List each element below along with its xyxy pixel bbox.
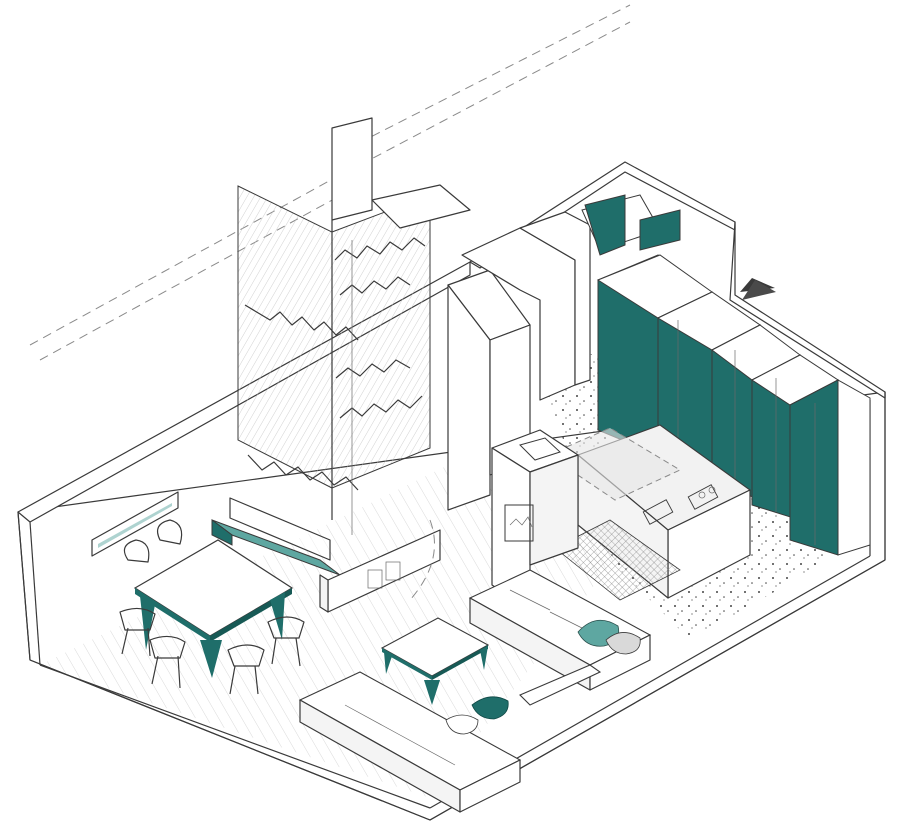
- teal-wardrobes-part: [789, 379, 839, 556]
- coffee-table-part: [424, 680, 440, 705]
- dining-set-part: [200, 640, 222, 678]
- dining-set-part: [135, 588, 210, 642]
- spiral-staircase: [211, 117, 471, 613]
- dining-chairs-part: [149, 635, 186, 659]
- partition-walls-part: [519, 211, 591, 386]
- spiral-staircase-part: [339, 395, 423, 419]
- spiral-staircase-part: [229, 497, 331, 561]
- exterior-walls-part: [17, 511, 31, 661]
- kitchen-island: [546, 424, 752, 601]
- kitchen-island-part: [708, 486, 716, 494]
- fireplace: [491, 429, 579, 611]
- partition-walls-part: [447, 284, 491, 511]
- spiral-staircase-part: [335, 359, 411, 379]
- sectional-sofa-part: [509, 589, 551, 611]
- spiral-staircase-part: [331, 117, 373, 221]
- north-arrow-marker-shape: [742, 280, 776, 300]
- dining-chairs-part: [271, 637, 277, 665]
- coffee-table: [380, 617, 490, 705]
- dining-set-part: [270, 592, 285, 640]
- teal-wardrobes-part: [584, 194, 626, 256]
- spiral-staircase-part: [334, 237, 426, 261]
- fireplace-part: [529, 454, 579, 566]
- dining-chairs-part: [119, 607, 156, 631]
- wall-artwork-part: [98, 503, 172, 548]
- kitchen-island-part: [687, 484, 719, 510]
- fireplace-part: [519, 437, 561, 461]
- sofa-cushion: [605, 632, 641, 655]
- fireplace-part: [504, 504, 534, 542]
- spiral-staircase-part: [371, 184, 471, 229]
- dining-set: [119, 519, 305, 695]
- coffee-table-part: [432, 645, 488, 680]
- dining-chairs-part: [147, 627, 151, 657]
- dining-chairs-part: [157, 519, 183, 545]
- kitchen-island-part: [698, 491, 706, 499]
- sectional-sofa-part: [519, 664, 602, 706]
- dining-chairs-part: [151, 655, 159, 685]
- spiral-staircase-part: [247, 454, 359, 491]
- coffee-table-part: [480, 646, 488, 670]
- fireplace-part: [509, 516, 533, 528]
- sofa-cushion: [445, 714, 479, 735]
- coffee-table-part: [384, 652, 392, 674]
- sectional-sofa-part: [399, 734, 456, 766]
- spiral-staircase-part: [367, 569, 383, 589]
- exterior-walls-part: [29, 659, 431, 821]
- spiral-staircase-part: [211, 519, 233, 546]
- kitchen-island-part: [546, 427, 682, 501]
- coffee-table-part: [382, 648, 432, 680]
- dining-chairs-part: [121, 627, 129, 655]
- sectional-sofa-part: [459, 759, 521, 813]
- spiral-staircase-part: [409, 519, 435, 601]
- spiral-staircase-part: [244, 304, 359, 341]
- sectional-sofa-part: [344, 704, 401, 736]
- dining-chairs-part: [123, 539, 150, 563]
- dining-chairs-part: [229, 665, 236, 695]
- dining-chairs-part: [295, 637, 301, 667]
- dining-chairs: [119, 519, 305, 695]
- dining-chairs-part: [267, 616, 305, 639]
- dining-chairs-part: [254, 665, 259, 695]
- spiral-staircase-part: [319, 574, 329, 613]
- upper-level-guides-part: [359, 21, 631, 166]
- exterior-walls-part: [39, 664, 431, 809]
- spiral-staircase-part: [237, 185, 333, 489]
- teal-wardrobes: [581, 194, 871, 556]
- teal-wardrobes-part: [837, 379, 871, 556]
- wall-artwork: [91, 491, 179, 557]
- dining-chairs-part: [227, 644, 265, 667]
- sofa-cushion: [471, 696, 509, 720]
- partition-walls: [447, 211, 591, 511]
- kitchen-island-part: [554, 519, 681, 601]
- dining-chairs-part: [177, 655, 181, 689]
- kitchen-island-part: [642, 499, 674, 525]
- upper-level-guides-part: [344, 4, 631, 151]
- spiral-staircase-part: [385, 561, 401, 581]
- sectional-sofa: [298, 569, 652, 813]
- teal-wardrobes-part: [639, 209, 681, 251]
- exterior-walls-part: [29, 521, 41, 666]
